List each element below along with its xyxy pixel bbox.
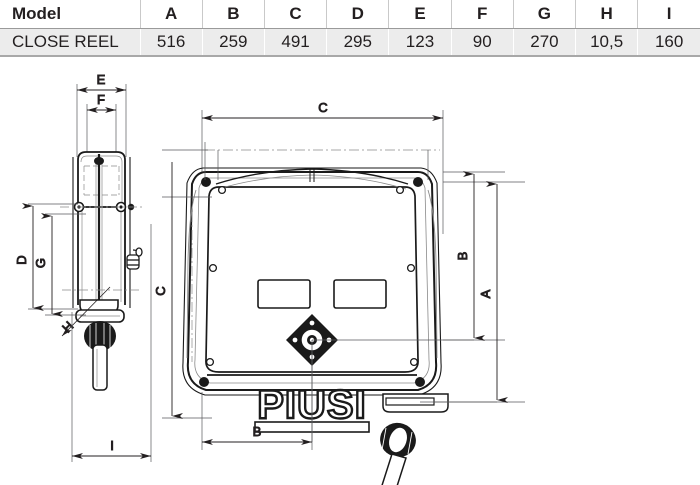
column-header-g: G bbox=[513, 0, 577, 29]
column-header-a: A bbox=[140, 0, 203, 29]
dimension-label-G: G bbox=[33, 258, 48, 268]
table-header-row: Model A B C D E F G H I bbox=[0, 0, 700, 29]
technical-drawing: E F bbox=[14, 72, 525, 485]
cell-c: 491 bbox=[264, 28, 328, 57]
side-view-body bbox=[72, 151, 143, 391]
svg-text:PIUSI: PIUSI bbox=[257, 383, 366, 427]
front-view-drawing: C bbox=[153, 100, 525, 485]
cell-h: 10,5 bbox=[575, 28, 639, 57]
column-header-e: E bbox=[388, 0, 452, 29]
cell-b: 259 bbox=[202, 28, 265, 57]
dimension-label-H: H bbox=[59, 318, 76, 335]
dimension-label-E: E bbox=[97, 72, 106, 87]
dimension-C-horizontal: C bbox=[202, 100, 443, 121]
dimension-C-vertical: C bbox=[153, 162, 183, 419]
dimension-B-horizontal: B bbox=[202, 424, 312, 445]
dimension-label-F: F bbox=[97, 92, 105, 107]
column-header-d: D bbox=[326, 0, 390, 29]
dimension-label-I: I bbox=[110, 438, 114, 453]
column-header-h: H bbox=[575, 0, 639, 29]
dimension-B-vertical: B bbox=[455, 171, 485, 341]
dimension-label-B-horizontal: B bbox=[253, 424, 262, 439]
column-header-f: F bbox=[451, 0, 514, 29]
table-body: CLOSE REEL 516 259 491 295 123 90 270 10… bbox=[0, 28, 700, 57]
panel-window-right bbox=[333, 279, 387, 309]
cell-d: 295 bbox=[326, 28, 390, 57]
panel-window-left bbox=[257, 279, 311, 309]
cell-model: CLOSE REEL bbox=[0, 28, 141, 57]
side-view-drawing: E F bbox=[14, 72, 152, 462]
dimension-label-A: A bbox=[478, 289, 493, 298]
cell-i: 160 bbox=[637, 28, 700, 57]
dimension-label-C-horizontal: C bbox=[318, 100, 327, 115]
column-header-c: C bbox=[264, 0, 328, 29]
dimension-label-D: D bbox=[14, 255, 29, 264]
table-row: CLOSE REEL 516 259 491 295 123 90 270 10… bbox=[0, 28, 700, 57]
cell-g: 270 bbox=[513, 28, 577, 57]
cell-a: 516 bbox=[140, 28, 203, 57]
dimension-A: A bbox=[478, 181, 508, 403]
front-view-body bbox=[182, 167, 442, 396]
dimension-I: I bbox=[72, 438, 151, 459]
specification-table: Model A B C D E F G H I CLOSE REEL 516 2… bbox=[0, 0, 700, 57]
dimension-E: E bbox=[77, 72, 126, 93]
cell-e: 123 bbox=[388, 28, 452, 57]
front-view-nozzle bbox=[380, 393, 449, 485]
dimension-label-C-vertical: C bbox=[153, 286, 168, 295]
column-header-i: I bbox=[637, 0, 700, 29]
dimension-D: D bbox=[14, 203, 44, 311]
cell-f: 90 bbox=[451, 28, 514, 57]
dimension-F: F bbox=[87, 92, 116, 113]
column-header-model: Model bbox=[0, 0, 141, 29]
column-header-b: B bbox=[202, 0, 265, 29]
dimension-label-B-vertical: B bbox=[455, 252, 470, 261]
table-header: Model A B C D E F G H I bbox=[0, 0, 700, 29]
dimension-G: G bbox=[33, 213, 63, 317]
